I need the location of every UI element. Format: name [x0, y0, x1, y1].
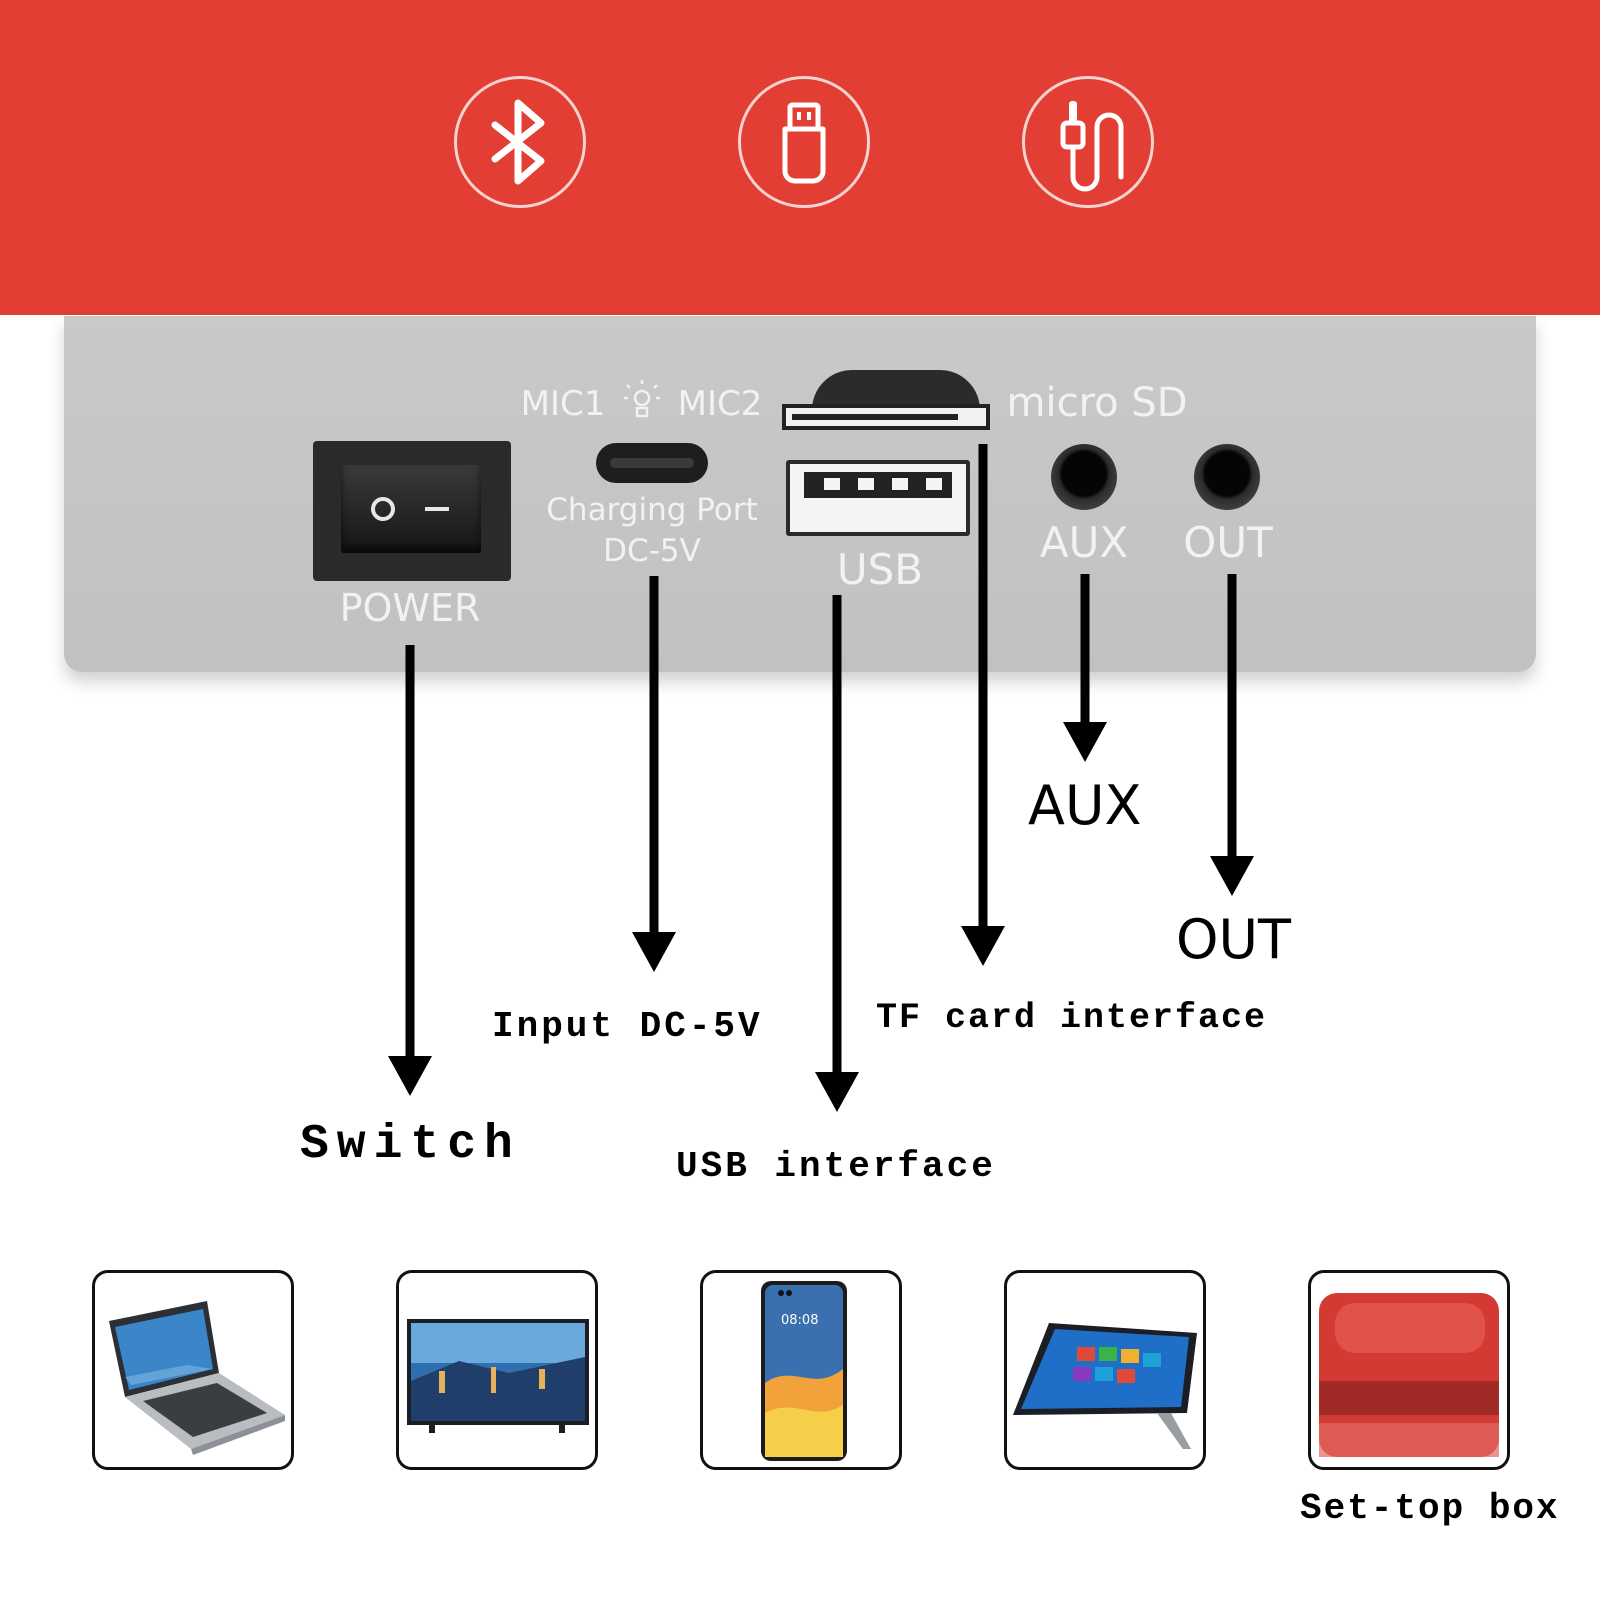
switch-callout: Switch — [300, 1118, 521, 1172]
audio-jack-icon — [1022, 76, 1154, 208]
out-label: OUT — [1183, 518, 1273, 567]
power-switch[interactable] — [313, 441, 511, 581]
tablet-icon — [1013, 1323, 1197, 1449]
microphone-light-icon — [624, 380, 660, 418]
laptop-icon — [109, 1301, 285, 1455]
usb-interface-arrow — [815, 595, 859, 1112]
feature-banner — [0, 0, 1600, 315]
usb-port[interactable] — [786, 460, 970, 536]
power-label: POWER — [339, 586, 481, 630]
usb-label: USB — [836, 545, 924, 594]
tf-card-callout: TF card interface — [876, 998, 1268, 1038]
aux-label: AUX — [1039, 518, 1129, 567]
set-top-box-device — [1308, 1270, 1510, 1470]
smartphone-icon — [761, 1281, 847, 1461]
power-symbols-icon — [371, 497, 449, 521]
out-jack[interactable] — [1194, 444, 1260, 510]
tv-icon — [407, 1319, 589, 1433]
micro-sd-label: micro SD — [1006, 380, 1188, 426]
laptop-device — [92, 1270, 294, 1470]
aux-callout: AUX — [1028, 774, 1142, 837]
set-top-box-label: Set-top box — [1300, 1488, 1560, 1529]
charging-port-voltage: DC-5V — [603, 533, 701, 569]
charging-port-label: Charging Port — [546, 492, 758, 528]
out-callout: OUT — [1176, 908, 1292, 971]
micro-sd-card — [812, 370, 980, 410]
usb-drive-icon — [738, 76, 870, 208]
micro-sd-slot — [782, 404, 990, 430]
bluetooth-icon — [454, 76, 586, 208]
set-top-box-icon — [1319, 1293, 1499, 1457]
switch-arrow — [388, 645, 432, 1096]
mic1-label: MIC1 — [520, 384, 606, 424]
usb-port-tongue — [804, 472, 952, 498]
input-callout: Input DC-5V — [492, 1006, 763, 1047]
aux-jack[interactable] — [1051, 444, 1117, 510]
power-rocker[interactable] — [341, 465, 481, 553]
usb-interface-callout: USB interface — [676, 1146, 996, 1187]
tv-device — [396, 1270, 598, 1470]
mic2-label: MIC2 — [677, 384, 763, 424]
charging-port[interactable] — [596, 443, 708, 483]
phone-time: 08:08 — [781, 1313, 819, 1328]
tablet-device — [1004, 1270, 1206, 1470]
smartphone-device: 08:08 — [700, 1270, 902, 1470]
